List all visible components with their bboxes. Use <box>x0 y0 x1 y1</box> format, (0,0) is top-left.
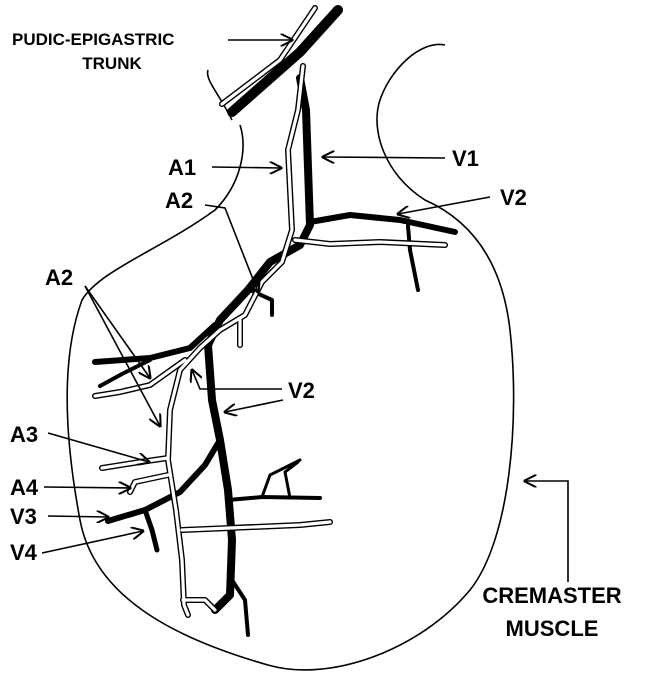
arrow-a2-upper <box>205 205 258 292</box>
label-v2-middle: V2 <box>288 378 315 403</box>
vein-v2-sub <box>408 226 418 290</box>
label-muscle-line1: CREMASTER <box>482 583 621 608</box>
vein-v3 <box>108 440 220 521</box>
arrow-a1 <box>212 167 281 168</box>
arrow-v3 <box>48 516 108 517</box>
label-v2-right: V2 <box>500 185 527 210</box>
arrow-cremaster <box>525 481 568 582</box>
vein-trunk <box>232 10 338 112</box>
label-trunk-line1: PUDIC-EPIGASTRIC <box>12 30 174 49</box>
label-muscle-line2: MUSCLE <box>506 616 599 641</box>
label-a3: A3 <box>10 422 38 447</box>
arrow-v2-right <box>398 197 490 214</box>
vein-v2-branch <box>310 215 455 232</box>
vein-right-sub1 <box>228 497 320 500</box>
veins <box>95 10 455 635</box>
label-v3: V3 <box>10 504 37 529</box>
arrow-v1 <box>323 157 445 158</box>
label-v1: V1 <box>452 146 479 171</box>
vein-left-branch <box>95 325 215 362</box>
vein-v4 <box>145 510 157 550</box>
arrow-a4 <box>44 487 130 488</box>
labels: PUDIC-EPIGASTRIC TRUNK A1 A2 A2 A3 A4 V3… <box>10 30 622 641</box>
vein-lower-right <box>232 580 248 635</box>
arrow-v4 <box>42 531 143 553</box>
label-trunk-line2: TRUNK <box>82 54 142 73</box>
label-v4: V4 <box>10 540 38 565</box>
label-a1: A1 <box>168 155 196 180</box>
arrow-v2-lower <box>225 400 283 412</box>
label-a2-upper: A2 <box>165 188 193 213</box>
arrow-a3 <box>48 433 149 462</box>
arrow-v2-middle <box>192 370 282 389</box>
label-a2-left: A2 <box>45 265 73 290</box>
label-a4: A4 <box>10 475 39 500</box>
